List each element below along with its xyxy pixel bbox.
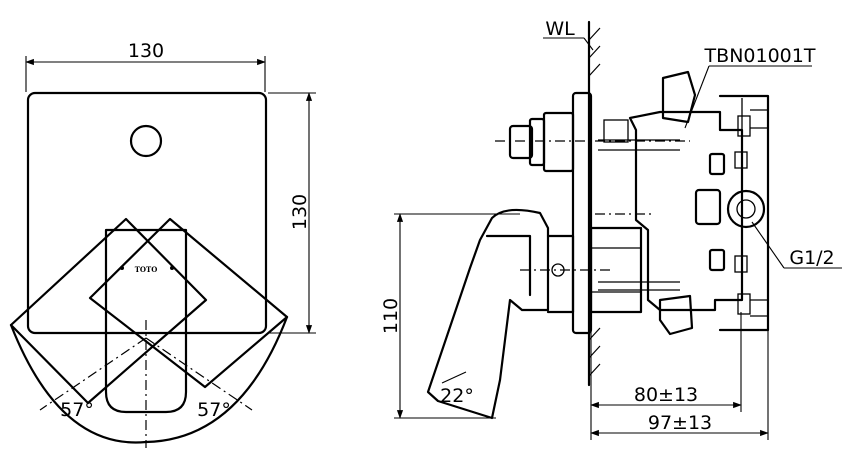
front-width-dimension: 130 bbox=[25, 40, 266, 92]
valve-body bbox=[495, 70, 770, 336]
part-number-callout: TBN01001T bbox=[684, 45, 816, 129]
handle-swing-left bbox=[9, 217, 208, 405]
brand-logo: TOTO bbox=[135, 265, 158, 274]
rotation-arc bbox=[9, 315, 289, 444]
diverter-knob bbox=[508, 111, 575, 173]
thread-callout: G1/2 bbox=[751, 221, 842, 269]
angle-right-label: 57° bbox=[197, 399, 231, 421]
depth-97-label: 97±13 bbox=[648, 412, 712, 434]
front-view: 130 130 TOTO 57° 57° bbox=[9, 40, 316, 448]
wall-line: WL bbox=[543, 18, 601, 387]
wall-label: WL bbox=[545, 18, 575, 40]
angle-left-label: 57° bbox=[60, 399, 94, 421]
handle-upright bbox=[104, 228, 188, 414]
depth-97-dimension: 97±13 bbox=[590, 330, 769, 440]
depth-80-dimension: 80±13 bbox=[590, 312, 742, 412]
front-height-dimension: 130 bbox=[268, 92, 316, 334]
diverter-hole bbox=[129, 124, 163, 158]
plate-side bbox=[571, 91, 593, 335]
cover-plate bbox=[26, 91, 268, 335]
thread-label: G1/2 bbox=[789, 247, 834, 269]
front-height-label: 130 bbox=[289, 194, 311, 230]
front-width-label: 130 bbox=[128, 40, 164, 62]
handle-angle-label: 22° bbox=[440, 385, 474, 407]
height-110-dimension: 110 bbox=[380, 213, 520, 419]
height-110-label: 110 bbox=[380, 298, 402, 334]
handle-swing-right bbox=[88, 217, 289, 389]
lever-handle-side bbox=[426, 208, 612, 420]
depth-80-label: 80±13 bbox=[634, 384, 698, 406]
side-view: WL 22° 110 bbox=[380, 18, 842, 440]
part-number-label: TBN01001T bbox=[704, 45, 816, 67]
